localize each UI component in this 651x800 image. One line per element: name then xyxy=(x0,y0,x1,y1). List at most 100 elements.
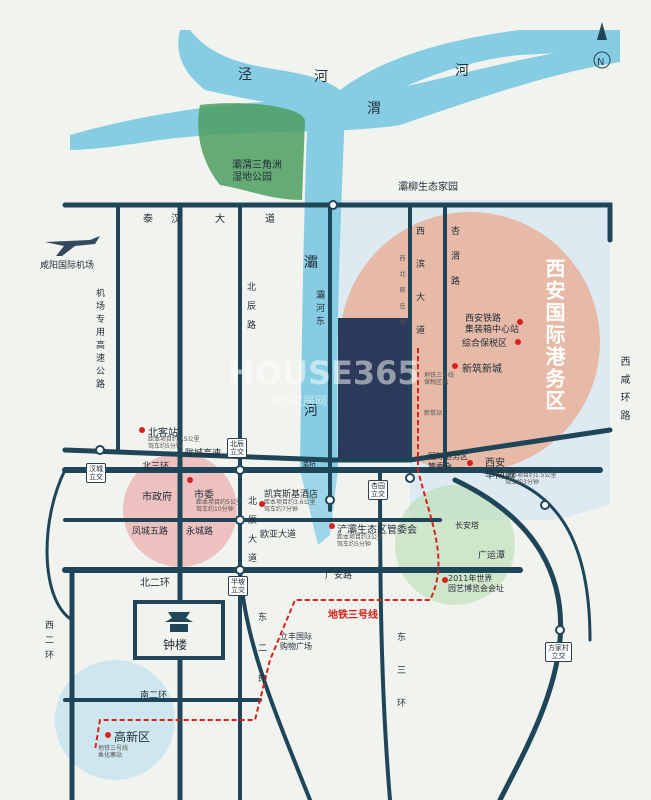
dot-city-hall xyxy=(187,477,193,483)
rail-hub-label: 西安铁路 集装箱中心站 xyxy=(465,314,520,335)
road-east-third-ring-label: 东三环 xyxy=(395,632,405,731)
city-hall-label: 市政府 xyxy=(142,492,172,503)
he-label: 河 xyxy=(304,403,318,419)
road-north-third-ring-label: 北三环 xyxy=(142,462,170,472)
ba-river xyxy=(300,105,345,470)
port-district-title: 西安国际港务区 xyxy=(542,258,566,412)
bell-tower-icon xyxy=(165,612,193,632)
road-ouya-label: 欧亚大道 xyxy=(260,530,297,540)
wetland-park-label: 灞渭三角洲 湿地公园 xyxy=(232,160,282,183)
road-longcheng-label: 陇城高速 xyxy=(185,449,222,459)
watermark: HOUSE365 xyxy=(228,354,420,392)
expo-label: 2011年世界 园艺博览会会址 xyxy=(448,574,504,593)
node-6 xyxy=(405,473,415,483)
chanba-note: 距本项目约3公里 驾车约5分钟 xyxy=(337,534,383,548)
road-beichen-label: 北辰路 xyxy=(245,282,255,339)
node-1 xyxy=(328,200,338,210)
bell-tower-label: 钟楼 xyxy=(163,638,188,652)
road-west-ring-curve xyxy=(45,468,74,622)
kempinski-note: 距本项目约3.6公里 驾车约7分钟 xyxy=(264,499,316,513)
chanba-label: 浐灞生态区管委会 xyxy=(337,525,417,536)
jing-river xyxy=(178,30,620,110)
node-3 xyxy=(235,465,245,475)
dot-chanba xyxy=(329,523,335,529)
hancheng-interchange: 汉城 立交 xyxy=(86,463,106,483)
north-station-label: 北客站 xyxy=(148,428,178,439)
lifeng-label: 立丰国际 购物广场 xyxy=(280,632,312,651)
node-5 xyxy=(325,495,335,505)
expo-note: 距本项目约1.5公里 驾车约3分钟 xyxy=(505,472,557,486)
port-committee-label: 国际港务区 管委会 xyxy=(428,452,468,471)
watermark-sub: 365家居网 xyxy=(268,394,327,408)
xinzhu-station-label: 新筑站 xyxy=(424,410,443,417)
road-north-top xyxy=(62,202,613,243)
jing-river-label-3: 河 xyxy=(455,63,469,79)
xingyuan-interchange: 杏园 立交 xyxy=(368,480,388,500)
baliu-label: 灞柳生态家园 xyxy=(398,182,458,193)
road-taihan-1: 泰 xyxy=(143,214,153,225)
dot-rail xyxy=(517,319,523,325)
jing-river-label-2: 河 xyxy=(314,69,328,85)
ba-river-label: 灞 xyxy=(304,255,318,271)
road-xibin-label: 西滨大道 xyxy=(414,226,424,358)
dot-north-station xyxy=(139,427,145,433)
road-guangan-label: 广安路 xyxy=(325,571,353,581)
compass-label: N xyxy=(597,57,604,68)
wei-river-label: 渭 xyxy=(367,101,381,117)
metro-terminus-label: 地铁三号线 保税区站 xyxy=(424,372,455,386)
metro3-station-label: 地铁三号线 鱼化寨站 xyxy=(98,745,129,759)
road-beichen-dadao-label: 北辰大道 xyxy=(246,496,256,572)
wetland-park xyxy=(198,103,305,200)
changan-tower-label: 长安塔 xyxy=(455,521,479,530)
road-fengcheng-label: 凤城五路 xyxy=(132,527,169,537)
kempinski-label: 凯宾斯基酒店 xyxy=(264,490,319,500)
city-committee-label: 市委 xyxy=(194,490,214,501)
ba-east-road-label: 灞河东 xyxy=(314,290,324,329)
road-east-ring-curve2 xyxy=(468,468,592,642)
road-east-second-ring xyxy=(238,568,312,800)
dot-bonded xyxy=(515,339,521,345)
node-2 xyxy=(95,445,105,455)
dot-expo xyxy=(442,577,448,583)
compass-needle xyxy=(597,22,607,40)
road-airport-label: 机场专用高速公路 xyxy=(94,288,104,392)
road-south-second-ring-label: 南二环 xyxy=(140,691,168,701)
xifeng-village-label: 西 北 辰 庄 村 xyxy=(398,255,405,329)
dot-port-committee xyxy=(467,460,473,466)
road-longcheng xyxy=(62,427,613,463)
banpo-interchange: 半坡 立交 xyxy=(228,576,248,596)
node-7 xyxy=(235,565,245,575)
road-taihan-2: 汉 xyxy=(171,214,181,225)
dot-xinzhu xyxy=(452,363,458,369)
gaoxin-label: 高新区 xyxy=(114,730,151,744)
metro-line-3 xyxy=(94,348,440,751)
road-taihan-3: 大 xyxy=(215,214,225,225)
road-baqiao-label: 灞桥 xyxy=(302,461,316,469)
road-east-third-ring xyxy=(378,468,392,800)
road-yongcheng-label: 永城路 xyxy=(186,527,214,537)
node-8 xyxy=(540,500,550,510)
city-hall-note: 距本项目约5公里 驾车约10分钟 xyxy=(196,499,242,513)
metro3-label: 地铁三号线 xyxy=(328,610,378,621)
airport-label: 咸阳国际机场 xyxy=(40,261,95,271)
road-north-second-ring-label: 北二环 xyxy=(140,578,170,589)
dot-kempinski xyxy=(259,501,265,507)
project-site xyxy=(338,318,410,458)
bonded-label: 综合保税区 xyxy=(462,339,508,349)
airplane-icon xyxy=(45,236,100,256)
huanan-label: 西安 华南城 xyxy=(485,458,515,481)
road-xixian-label: 西咸环路 xyxy=(618,356,629,428)
compass-ring xyxy=(593,51,611,69)
road-west-second-ring-label: 西二环 xyxy=(43,620,53,665)
node-4 xyxy=(235,515,245,525)
dot-gaoxin xyxy=(105,732,111,738)
fangjiacun-interchange: 方家村 立交 xyxy=(545,642,572,662)
node-9 xyxy=(555,625,565,635)
road-xingwei-label: 杏渭路 xyxy=(449,226,459,301)
beichen-interchange: 北辰 立交 xyxy=(227,438,247,458)
jing-river-label-1: 泾 xyxy=(238,67,252,83)
road-guangyuntan-label: 广运潭 xyxy=(478,551,506,561)
road-east-ring-curve xyxy=(452,477,564,800)
